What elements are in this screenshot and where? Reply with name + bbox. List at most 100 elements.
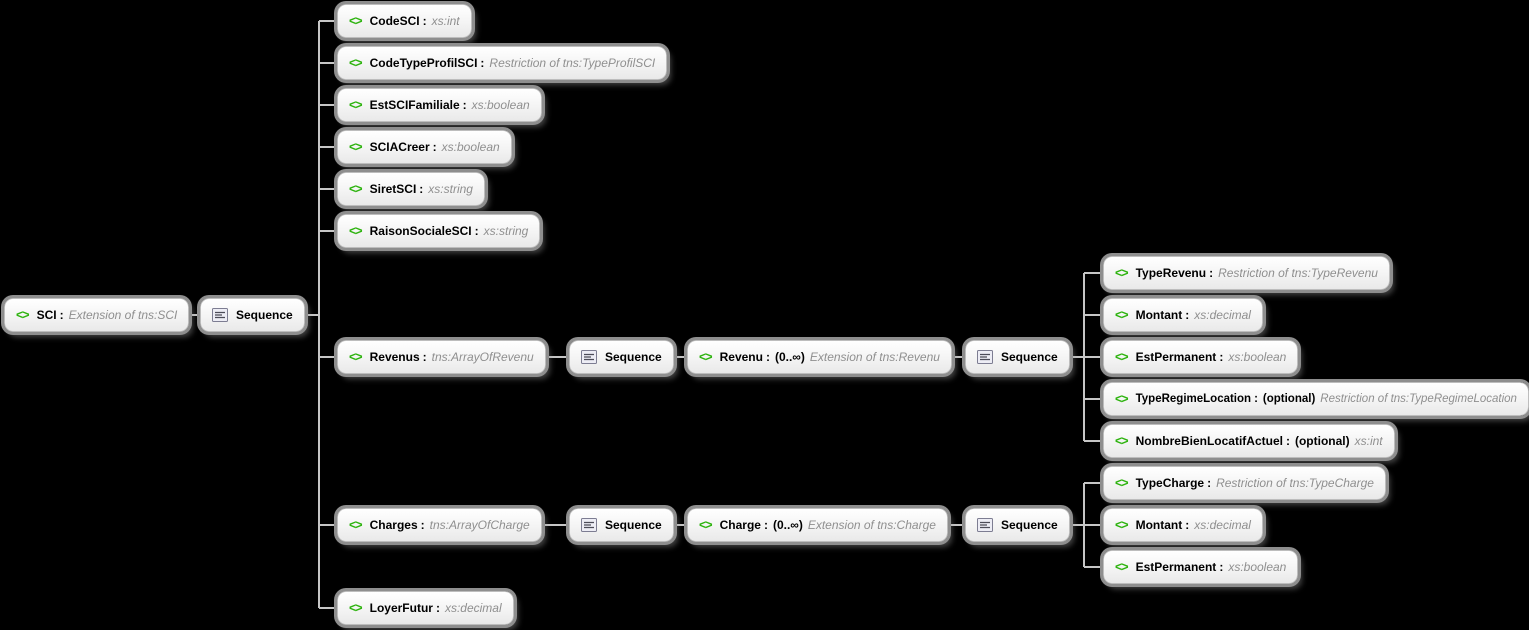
element-name: RaisonSocialeSCI bbox=[369, 224, 472, 238]
name-type-separator: : bbox=[1207, 476, 1212, 490]
name-type-separator: : bbox=[474, 224, 479, 238]
element-name: Revenus bbox=[369, 350, 420, 364]
element-name: Montant bbox=[1135, 518, 1183, 532]
element-icon: <> bbox=[349, 223, 363, 239]
sequence-node-revenu[interactable]: Sequence bbox=[965, 340, 1070, 374]
element-code-sci[interactable]: <> CodeSCI : xs:int bbox=[337, 4, 472, 38]
element-type: Extension of tns:Charge bbox=[807, 518, 936, 532]
element-type: xs:int bbox=[431, 14, 460, 28]
name-type-separator: : bbox=[432, 140, 437, 154]
sequence-node-root[interactable]: Sequence bbox=[200, 298, 305, 332]
element-type: Restriction of tns:TypeRegimeLocation bbox=[1320, 393, 1517, 405]
name-type-separator: : bbox=[1209, 266, 1214, 280]
name-type-separator: : bbox=[422, 14, 427, 28]
element-icon: <> bbox=[1115, 307, 1129, 323]
element-name: CodeSCI bbox=[369, 14, 420, 28]
element-type: Restriction of tns:TypeCharge bbox=[1216, 476, 1374, 490]
element-name: TypeCharge bbox=[1135, 476, 1205, 490]
element-montant-charge[interactable]: <> Montant : xs:decimal bbox=[1103, 508, 1263, 542]
element-icon: <> bbox=[16, 307, 30, 323]
element-sci-root[interactable]: <> SCI : Extension of tns:SCI bbox=[4, 298, 190, 332]
element-icon: <> bbox=[1115, 517, 1129, 533]
sequence-icon bbox=[977, 350, 993, 364]
element-icon: <> bbox=[349, 349, 363, 365]
element-type: Extension of tns:SCI bbox=[68, 308, 178, 322]
name-type-separator: : bbox=[765, 350, 770, 364]
element-occurrence: (optional) bbox=[1294, 434, 1350, 448]
element-occurrence: (optional) bbox=[1262, 393, 1316, 405]
element-type: Extension of tns:Revenu bbox=[809, 350, 940, 364]
element-type: Restriction of tns:TypeRevenu bbox=[1218, 266, 1378, 280]
element-name: NombreBienLocatifActuel bbox=[1135, 434, 1283, 448]
element-type: tns:ArrayOfRevenu bbox=[431, 350, 534, 364]
element-raison-sociale-sci[interactable]: <> RaisonSocialeSCI : xs:string bbox=[337, 214, 541, 248]
sequence-label: Sequence bbox=[236, 308, 293, 322]
element-occurrence: (0..∞) bbox=[772, 518, 803, 532]
sequence-label: Sequence bbox=[1001, 350, 1058, 364]
sequence-icon bbox=[977, 518, 993, 532]
element-est-sci-familiale[interactable]: <> EstSCIFamiliale : xs:boolean bbox=[337, 88, 542, 122]
element-icon: <> bbox=[1115, 265, 1129, 281]
element-icon: <> bbox=[349, 55, 363, 71]
element-nombre-bien-locatif-actuel[interactable]: <> NombreBienLocatifActuel : (optional) … bbox=[1103, 424, 1395, 458]
element-type: xs:string bbox=[483, 224, 529, 238]
element-charges[interactable]: <> Charges : tns:ArrayOfCharge bbox=[337, 508, 542, 542]
element-icon: <> bbox=[1115, 349, 1129, 365]
element-name: Charge bbox=[719, 518, 761, 532]
element-est-permanent-charge[interactable]: <> EstPermanent : xs:boolean bbox=[1103, 550, 1299, 584]
element-type-regime-location[interactable]: <> TypeRegimeLocation : (optional) Restr… bbox=[1103, 382, 1529, 416]
name-type-separator: : bbox=[419, 182, 424, 196]
name-type-separator: : bbox=[1285, 434, 1290, 448]
name-type-separator: : bbox=[1254, 393, 1258, 405]
element-revenu[interactable]: <> Revenu : (0..∞) Extension of tns:Reve… bbox=[687, 340, 952, 374]
sequence-node-charge[interactable]: Sequence bbox=[965, 508, 1070, 542]
name-type-separator: : bbox=[462, 98, 467, 112]
element-type: tns:ArrayOfCharge bbox=[429, 518, 530, 532]
element-charge[interactable]: <> Charge : (0..∞) Extension of tns:Char… bbox=[687, 508, 948, 542]
name-type-separator: : bbox=[59, 308, 64, 322]
element-name: TypeRevenu bbox=[1135, 266, 1207, 280]
element-icon: <> bbox=[349, 181, 363, 197]
element-icon: <> bbox=[699, 349, 713, 365]
element-est-permanent-revenu[interactable]: <> EstPermanent : xs:boolean bbox=[1103, 340, 1299, 374]
name-type-separator: : bbox=[420, 518, 425, 532]
element-name: EstSCIFamiliale bbox=[369, 98, 460, 112]
element-type: xs:int bbox=[1354, 434, 1383, 448]
element-type: xs:boolean bbox=[1228, 350, 1287, 364]
element-icon: <> bbox=[1115, 559, 1129, 575]
sequence-label: Sequence bbox=[605, 350, 662, 364]
element-code-type-profil-sci[interactable]: <> CodeTypeProfilSCI : Restriction of tn… bbox=[337, 46, 668, 80]
element-revenus[interactable]: <> Revenus : tns:ArrayOfRevenu bbox=[337, 340, 546, 374]
sequence-icon bbox=[581, 350, 597, 364]
element-type: Restriction of tns:TypeProfilSCI bbox=[489, 56, 656, 70]
element-name: SCI bbox=[36, 308, 57, 322]
element-type: xs:string bbox=[428, 182, 473, 196]
sequence-node-charges[interactable]: Sequence bbox=[569, 508, 674, 542]
element-type: xs:decimal bbox=[444, 601, 502, 615]
element-name: TypeRegimeLocation bbox=[1135, 393, 1252, 405]
sequence-icon bbox=[212, 308, 228, 322]
name-type-separator: : bbox=[1185, 518, 1190, 532]
element-type-charge[interactable]: <> TypeCharge : Restriction of tns:TypeC… bbox=[1103, 466, 1386, 500]
element-name: LoyerFutur bbox=[369, 601, 433, 615]
name-type-separator: : bbox=[1219, 560, 1224, 574]
element-name: SCIACreer bbox=[369, 140, 430, 154]
name-type-separator: : bbox=[763, 518, 768, 532]
sequence-node-revenus[interactable]: Sequence bbox=[569, 340, 674, 374]
element-icon: <> bbox=[1115, 433, 1129, 449]
element-name: SiretSCI bbox=[369, 182, 417, 196]
element-type-revenu[interactable]: <> TypeRevenu : Restriction of tns:TypeR… bbox=[1103, 256, 1390, 290]
element-sci-a-creer[interactable]: <> SCIACreer : xs:boolean bbox=[337, 130, 512, 164]
element-loyer-futur[interactable]: <> LoyerFutur : xs:decimal bbox=[337, 591, 514, 625]
element-name: Montant bbox=[1135, 308, 1183, 322]
element-icon: <> bbox=[349, 517, 363, 533]
element-montant-revenu[interactable]: <> Montant : xs:decimal bbox=[1103, 298, 1263, 332]
element-type: xs:boolean bbox=[441, 140, 500, 154]
element-icon: <> bbox=[349, 600, 363, 616]
element-icon: <> bbox=[349, 13, 363, 29]
name-type-separator: : bbox=[1185, 308, 1190, 322]
element-icon: <> bbox=[1115, 391, 1129, 407]
element-siret-sci[interactable]: <> SiretSCI : xs:string bbox=[337, 172, 485, 206]
element-name: CodeTypeProfilSCI bbox=[369, 56, 478, 70]
element-type: xs:boolean bbox=[471, 98, 530, 112]
